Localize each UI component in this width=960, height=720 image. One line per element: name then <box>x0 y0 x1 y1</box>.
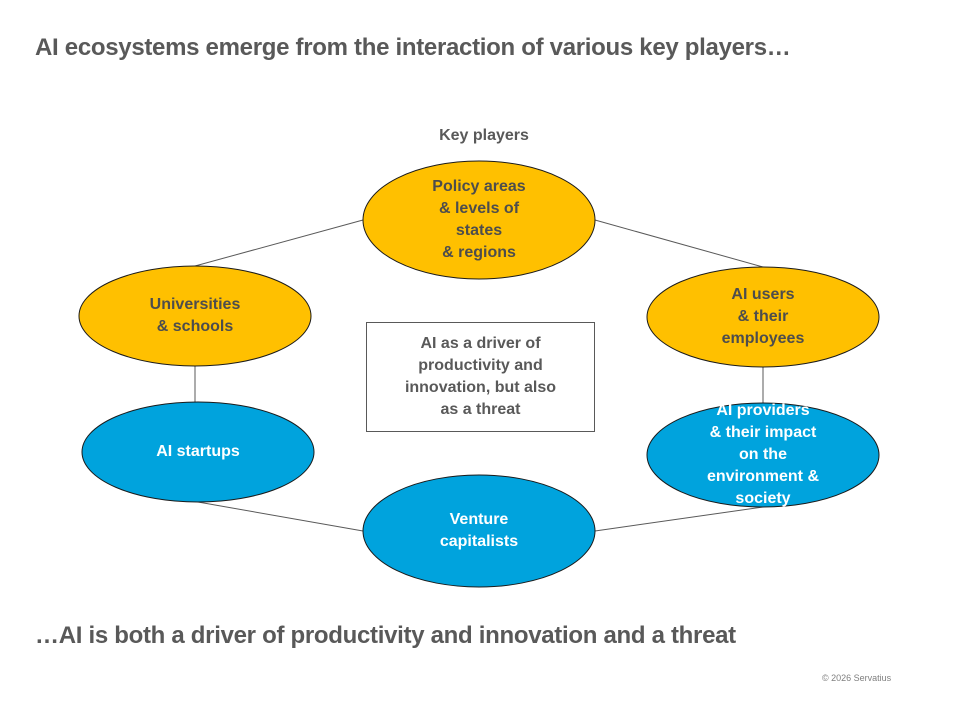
node-ellipse-policy <box>362 160 596 280</box>
connector-providers-vcs <box>594 506 764 532</box>
node-label-startups: AI startups <box>156 443 240 460</box>
node-label-providers: AI providers & their impact on the envir… <box>706 402 819 507</box>
connector-policy-universities <box>194 219 364 267</box>
node-label-users: AI users & their employees <box>721 286 805 347</box>
conclusion-text: …AI is both a driver of productivity and… <box>35 622 736 649</box>
connector-startups-vcs <box>197 501 364 532</box>
node-label-universities: Universities & schools <box>149 296 241 335</box>
node-label-policy: Policy areas & levels of states & region… <box>432 178 526 261</box>
center-message-box: AI as a driver of productivity and innov… <box>366 322 595 432</box>
node-ellipse-providers <box>646 402 880 508</box>
node-ellipse-users <box>646 266 880 368</box>
node-ellipse-vcs <box>362 474 596 588</box>
slide-title: AI ecosystems emerge from the interactio… <box>35 34 791 61</box>
key-players-label: Key players <box>439 127 529 144</box>
copyright-notice: © 2026 Servatius <box>822 673 892 683</box>
node-ellipse-startups <box>81 401 315 503</box>
node-ellipse-universities <box>78 265 312 367</box>
connector-policy-users <box>594 219 764 268</box>
node-label-vcs: Venture capitalists <box>439 511 519 550</box>
